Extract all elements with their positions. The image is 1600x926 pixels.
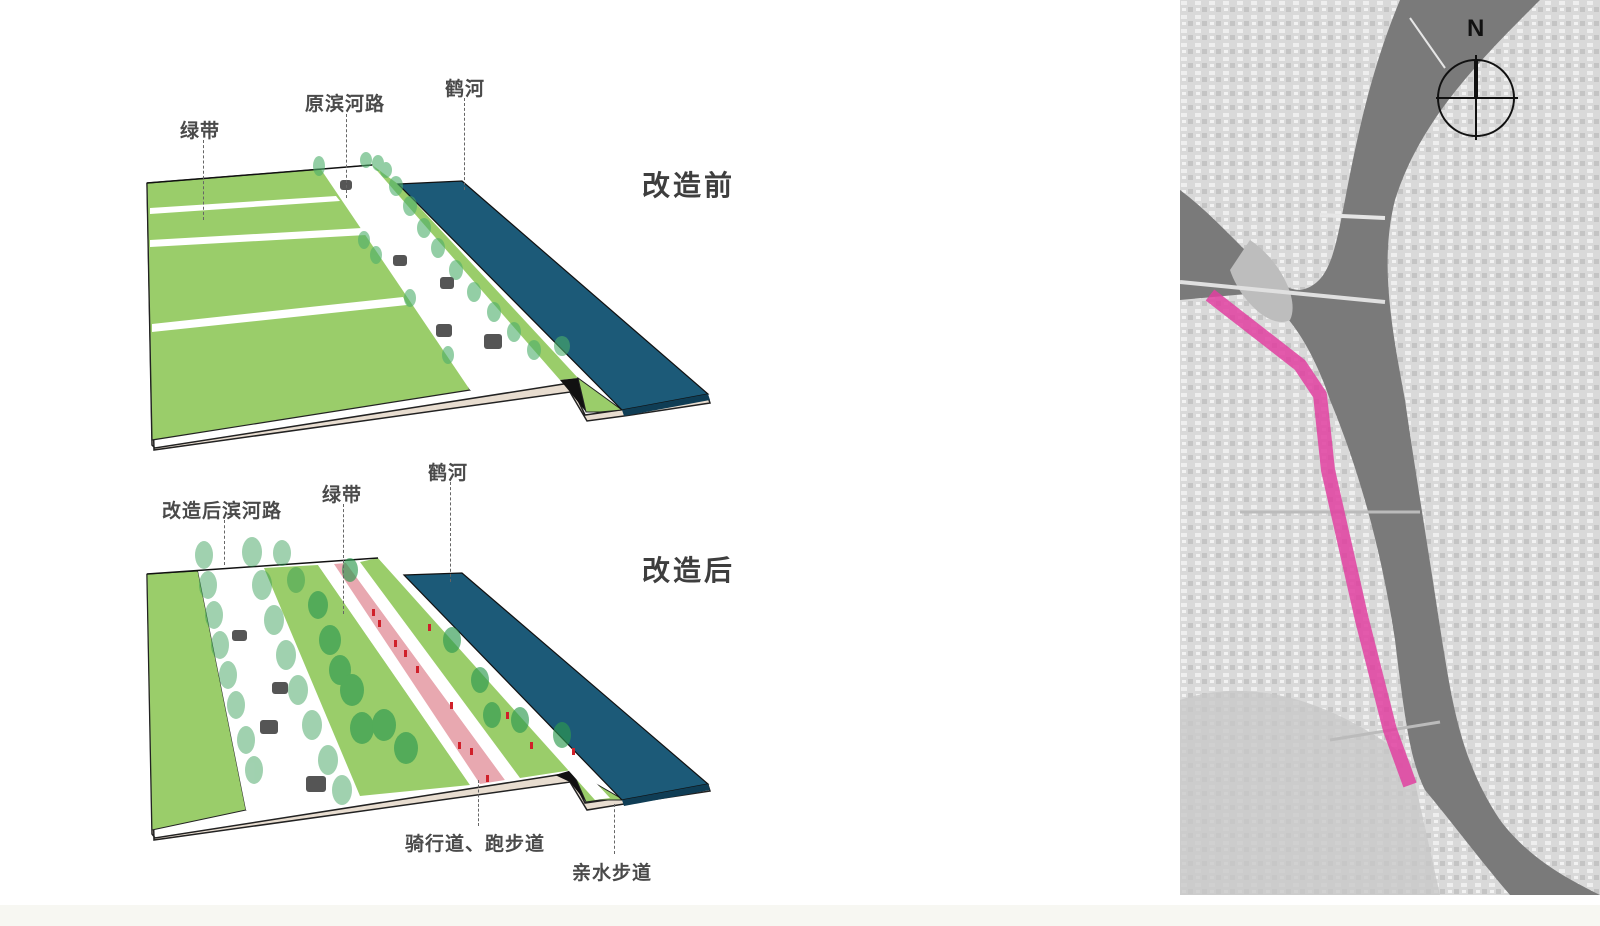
- label-he-river-after: 鹤河: [428, 462, 469, 484]
- leader-line: [450, 482, 451, 582]
- project-route-highlight: [1205, 289, 1417, 788]
- north-label: N: [1467, 15, 1484, 42]
- leader-line: [224, 520, 225, 565]
- after-cross-section-diagram: [146, 537, 711, 841]
- label-waterfront-walk: 亲水步道: [572, 862, 653, 884]
- title-after: 改造后: [642, 554, 736, 587]
- before-cross-section-diagram: [146, 152, 711, 451]
- label-greenbelt-before: 绿带: [180, 120, 221, 142]
- label-new-riverside-road: 改造后滨河路: [162, 500, 283, 522]
- label-old-riverside-road: 原滨河路: [305, 93, 386, 115]
- label-he-river-before: 鹤河: [445, 78, 486, 100]
- aerial-site-map: N: [1180, 0, 1600, 895]
- cross-section-panel: 绿带 原滨河路 鹤河 改造前 改造后滨河路 绿带 鹤河 改造后 骑行道、跑步道 …: [146, 78, 736, 884]
- label-bike-jog-path: 骑行道、跑步道: [405, 833, 546, 855]
- leader-line: [346, 114, 347, 198]
- leader-line: [343, 504, 344, 614]
- bottom-strip: [0, 905, 1600, 926]
- tree-icons: [313, 152, 570, 364]
- map-graphic: N: [1180, 0, 1600, 895]
- car-icons: [232, 630, 326, 792]
- label-greenbelt-after: 绿带: [322, 484, 363, 506]
- tree-icons: [195, 537, 352, 805]
- leader-line: [614, 804, 615, 854]
- leader-line: [203, 140, 204, 220]
- leader-line: [464, 98, 465, 190]
- north-arrow-icon: [1436, 55, 1518, 140]
- person-icons: [372, 609, 575, 782]
- title-before: 改造前: [642, 169, 736, 202]
- leader-line: [478, 780, 479, 826]
